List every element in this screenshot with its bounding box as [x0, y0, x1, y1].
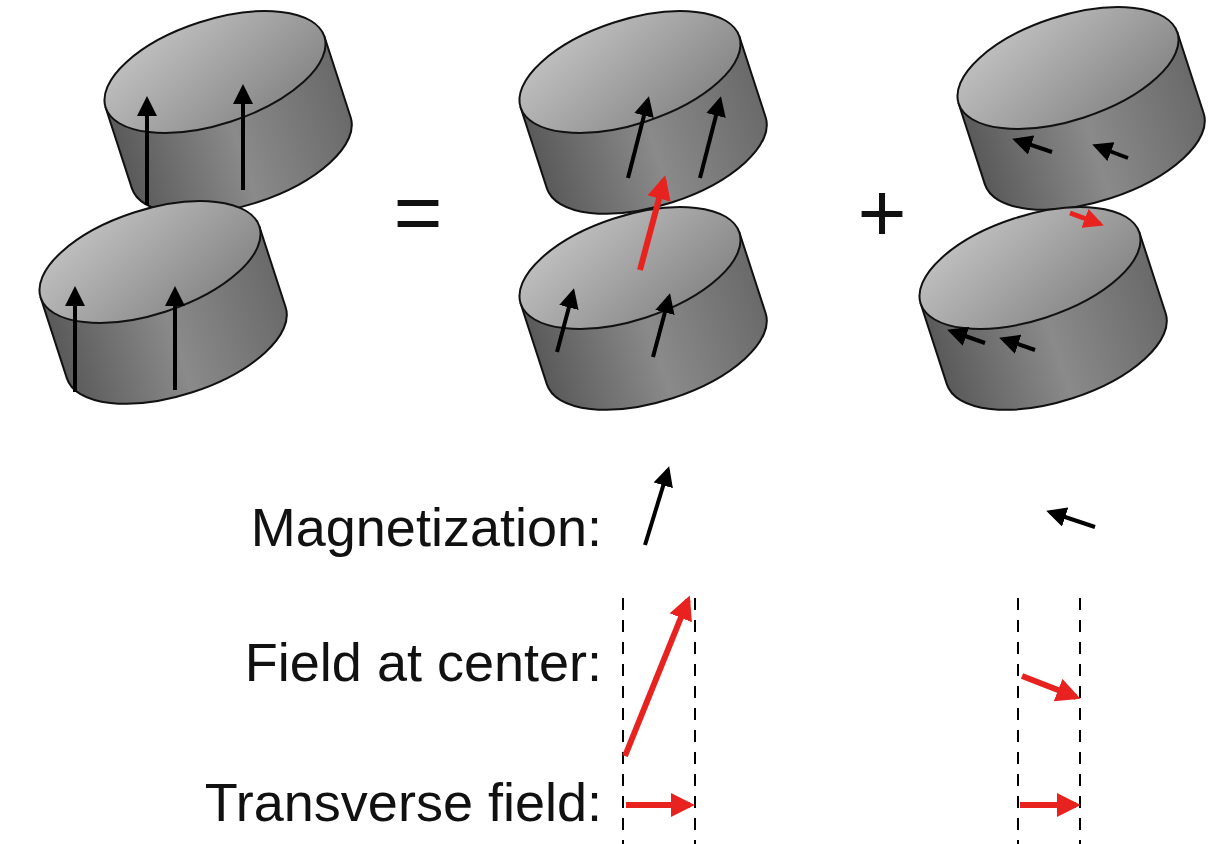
- magnet-disk: [25, 177, 302, 428]
- row-label: Magnetization:: [251, 500, 602, 554]
- row-label: Field at center:: [245, 635, 602, 689]
- plus-sign: +: [857, 170, 906, 254]
- magnet-disk: [505, 0, 782, 238]
- equals-sign: =: [393, 170, 442, 254]
- magnet-disk: [90, 0, 367, 238]
- magnet-disk: [943, 0, 1214, 234]
- magnet-disk: [905, 183, 1182, 434]
- magnet-disk: [505, 183, 782, 434]
- row-label: Transverse field:: [205, 775, 602, 829]
